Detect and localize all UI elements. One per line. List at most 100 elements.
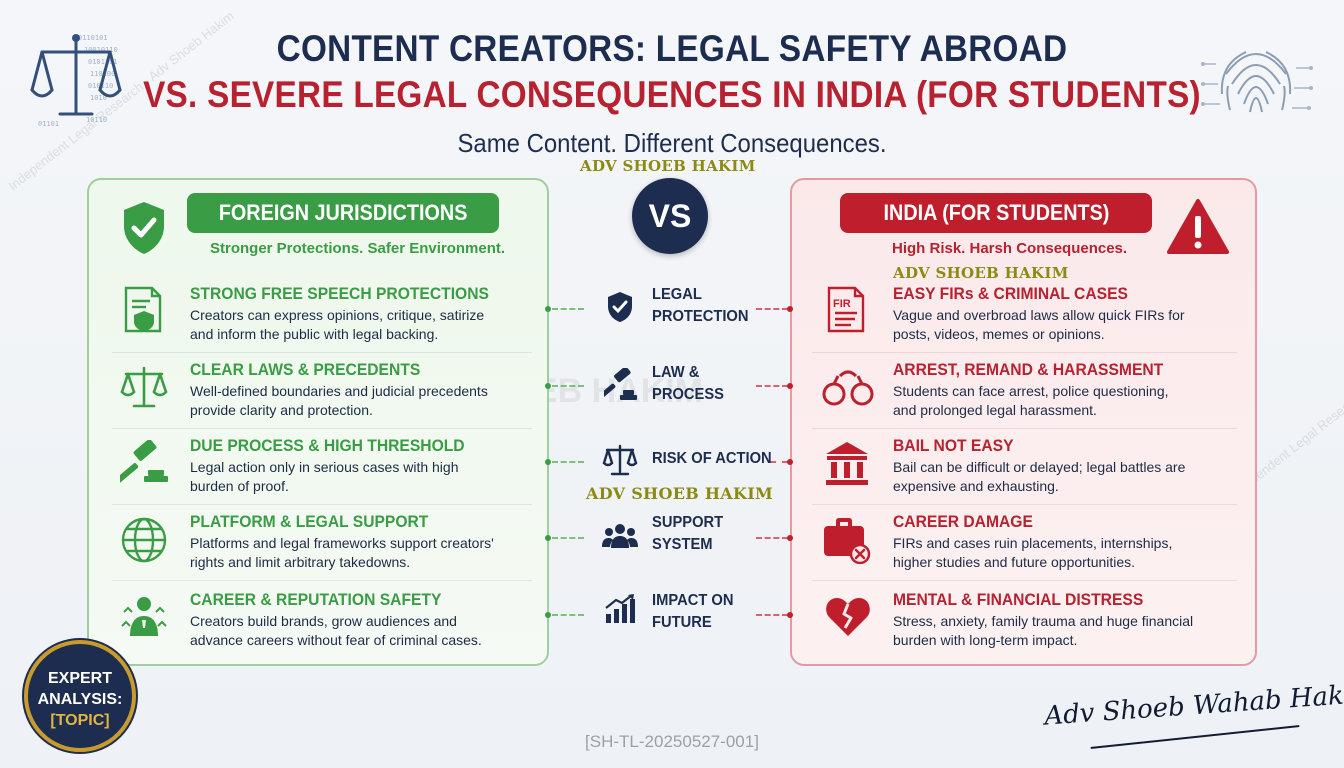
- left-item-3-title: DUE PROCESS & HIGH THRESHOLD: [190, 436, 465, 455]
- page-title-line2: VS. SEVERE LEGAL CONSEQUENCES IN INDIA (…: [143, 74, 1201, 115]
- left-item-4-line1: Platforms and legal frameworks support c…: [190, 535, 494, 551]
- left-separator: [112, 580, 532, 581]
- left-separator: [112, 352, 532, 353]
- right-item-4-line2: higher studies and future opportunities.: [893, 554, 1136, 570]
- right-separator: [812, 352, 1237, 353]
- people-icon: [602, 524, 638, 548]
- connector-right: [756, 308, 788, 310]
- right-item-3-line1: Bail can be difficult or delayed; legal …: [893, 459, 1186, 475]
- connector-dot: [545, 459, 551, 465]
- left-item-5-line2: advance careers without fear of criminal…: [190, 632, 482, 648]
- connector-right: [770, 461, 788, 463]
- center-item-2-line1: LAW &: [652, 364, 700, 381]
- india-tagline: High Risk. Harsh Consequences.: [892, 240, 1128, 257]
- svg-text:10110: 10110: [86, 116, 107, 124]
- left-item-1-title: STRONG FREE SPEECH PROTECTIONS: [190, 284, 489, 303]
- courthouse-icon: [826, 442, 868, 485]
- svg-text:01101: 01101: [38, 120, 59, 128]
- left-item-3-line2: burden of proof.: [190, 478, 289, 494]
- left-item-5-title: CAREER & REPUTATION SAFETY: [190, 590, 442, 609]
- connector-left: [552, 461, 584, 463]
- document-shield-icon: [124, 286, 162, 333]
- left-item-2-title: CLEAR LAWS & PRECEDENTS: [190, 360, 421, 379]
- connector-dot: [545, 535, 551, 541]
- center-item-5-line2: FUTURE: [652, 614, 712, 631]
- watermark-label-middle: ADV SHOEB HAKIM: [586, 484, 774, 503]
- badge-line2: ANALYSIS:: [37, 691, 123, 708]
- connector-dot: [545, 306, 551, 312]
- left-item-3-line1: Legal action only in serious cases with …: [190, 459, 459, 475]
- watermark-label-top: ADV SHOEB HAKIM: [580, 157, 756, 175]
- badge-line1: EXPERT: [47, 670, 112, 687]
- connector-left: [552, 537, 584, 539]
- connector-dot: [787, 383, 793, 389]
- briefcase-x-icon: [824, 518, 871, 564]
- globe-icon: [121, 517, 167, 563]
- vs-badge: VS: [632, 178, 708, 254]
- right-item-1-title: EASY FIRs & CRIMINAL CASES: [893, 284, 1128, 303]
- left-item-1-line1: Creators can express opinions, critique,…: [190, 307, 485, 323]
- svg-text:0101101: 0101101: [88, 58, 118, 66]
- right-separator: [812, 504, 1237, 505]
- left-item-1-line2: and inform the public with legal backing…: [190, 326, 439, 342]
- badge-topic: [TOPIC]: [50, 712, 110, 729]
- right-item-5-line1: Stress, anxiety, family trauma and huge …: [893, 613, 1194, 629]
- svg-text:1010: 1010: [90, 94, 107, 102]
- center-item-4-line1: SUPPORT: [652, 514, 724, 531]
- svg-text:0110101: 0110101: [78, 34, 108, 42]
- center-item-1-line1: LEGAL: [652, 286, 702, 303]
- right-item-4-title: CAREER DAMAGE: [893, 512, 1033, 531]
- left-item-5-line1: Creators build brands, grow audiences an…: [190, 613, 457, 629]
- center-item-2-line2: PROCESS: [652, 386, 724, 403]
- gavel-icon: [604, 368, 637, 400]
- connector-dot: [787, 612, 793, 618]
- page-title-line1: CONTENT CREATORS: LEGAL SAFETY ABROAD: [276, 28, 1068, 69]
- connector-dot: [787, 306, 793, 312]
- shield-check-icon: [124, 202, 164, 254]
- gavel-icon: [120, 440, 168, 483]
- right-item-5-title: MENTAL & FINANCIAL DISTRESS: [893, 590, 1144, 609]
- connector-left: [552, 614, 584, 616]
- center-item-4-line2: SYSTEM: [652, 536, 713, 553]
- foreign-tagline: Stronger Protections. Safer Environment.: [210, 240, 506, 257]
- connector-right: [756, 385, 788, 387]
- left-item-4-line2: rights and limit arbitrary takedowns.: [190, 554, 411, 570]
- warning-icon: [1167, 199, 1229, 254]
- center-item-5-line1: IMPACT ON: [652, 592, 734, 609]
- svg-text:10010110: 10010110: [84, 46, 118, 54]
- left-item-2-line1: Well-defined boundaries and judicial pre…: [190, 383, 488, 399]
- center-item-3-line1: RISK OF ACTION: [652, 450, 772, 467]
- connector-right: [756, 537, 788, 539]
- svg-text:FIR: FIR: [833, 298, 851, 310]
- bar-chart-up-icon: [605, 594, 635, 623]
- fir-document-icon: FIR: [827, 286, 865, 333]
- connector-dot: [787, 459, 793, 465]
- expert-analysis-badge: EXPERT ANALYSIS: [TOPIC]: [24, 640, 136, 752]
- right-item-1-line1: Vague and overbroad laws allow quick FIR…: [893, 307, 1185, 323]
- right-item-2-title: ARREST, REMAND & HARASSMENT: [893, 360, 1164, 379]
- connector-dot: [545, 612, 551, 618]
- connector-left: [552, 385, 584, 387]
- connector-dot: [545, 383, 551, 389]
- foreign-jurisdictions-title: FOREIGN JURISDICTIONS: [187, 193, 499, 233]
- right-separator: [812, 580, 1237, 581]
- connector-left: [552, 308, 584, 310]
- svg-text:110100: 110100: [90, 70, 115, 78]
- left-item-4-title: PLATFORM & LEGAL SUPPORT: [190, 512, 429, 531]
- india-title: INDIA (FOR STUDENTS): [840, 193, 1152, 233]
- left-separator: [112, 428, 532, 429]
- person-growth-icon: [121, 597, 167, 636]
- shield-check-icon: [608, 292, 632, 322]
- right-item-3-title: BAIL NOT EASY: [893, 436, 1014, 455]
- right-item-1-line2: posts, videos, memes or opinions.: [893, 326, 1105, 342]
- right-item-2-line2: and prolonged legal harassment.: [893, 402, 1097, 418]
- fingerprint-icon: [1201, 51, 1313, 113]
- watermark-label-right: ADV SHOEB HAKIM: [893, 264, 1069, 282]
- foreign-jurisdictions-panel: [87, 178, 549, 666]
- scales-icon: [602, 444, 638, 476]
- broken-heart-icon: [826, 598, 870, 636]
- reference-code: [SH-TL-20250527-001]: [585, 732, 759, 751]
- connector-dot: [787, 535, 793, 541]
- right-separator: [812, 428, 1237, 429]
